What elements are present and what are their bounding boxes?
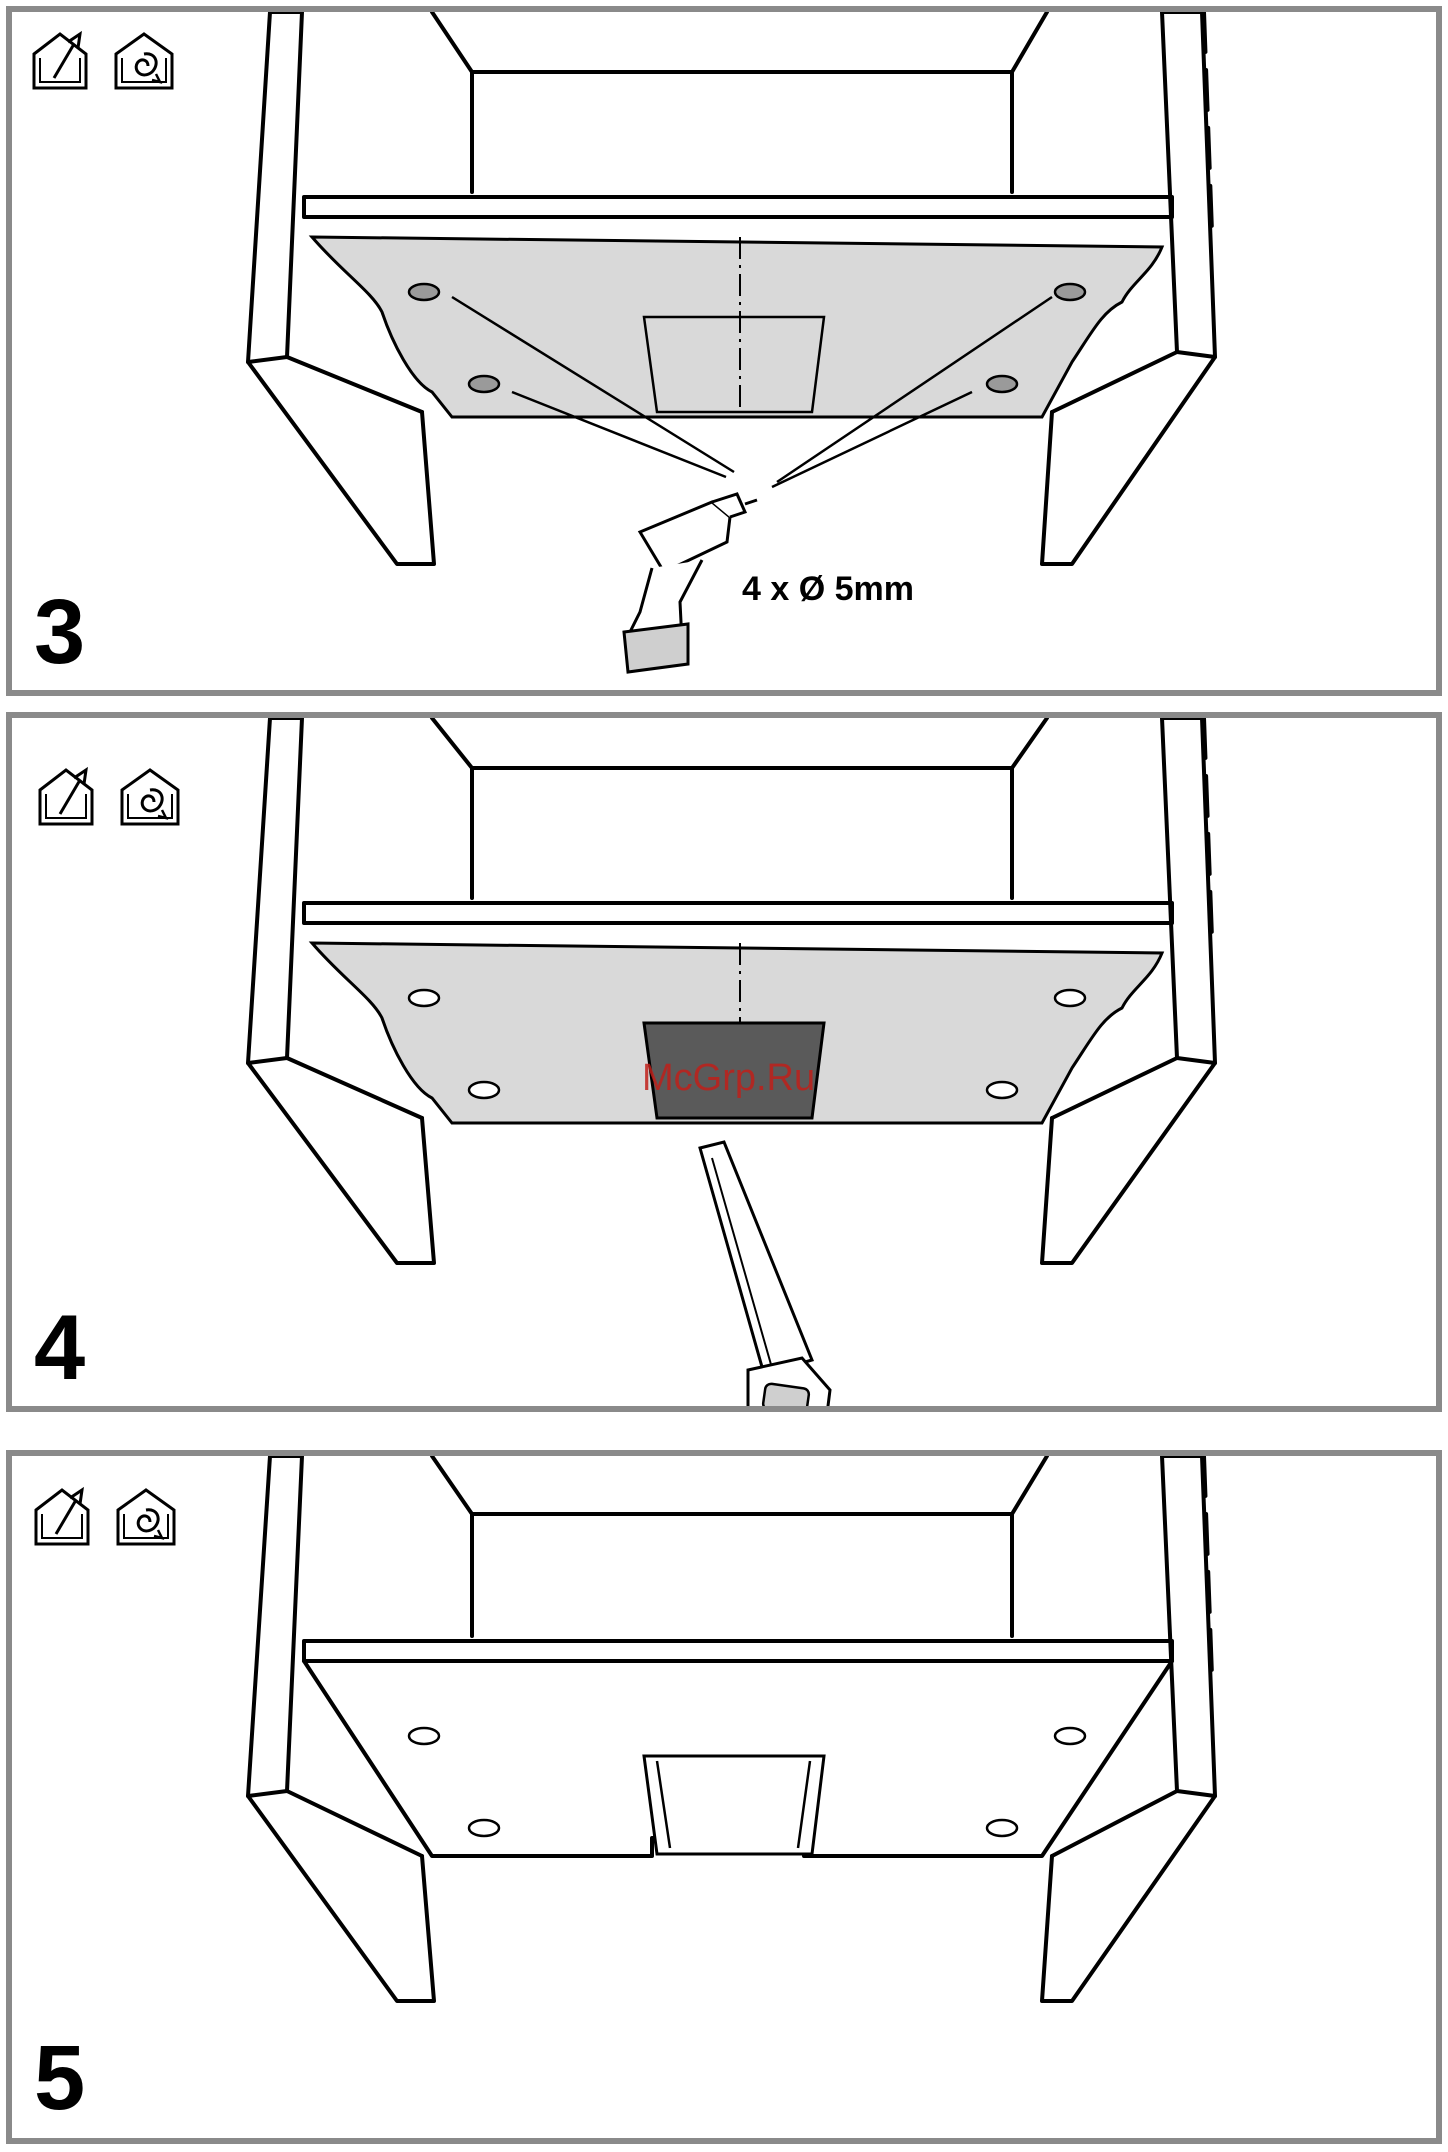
saw-tool — [700, 1142, 830, 1412]
hole-spec-label: 4 x Ø 5mm — [742, 570, 914, 608]
step-number: 4 — [34, 1302, 85, 1394]
watermark-text: McGrp.Ru — [642, 1057, 815, 1099]
hole-mark — [987, 1820, 1017, 1836]
hole-mark — [409, 1728, 439, 1744]
step-3-panel: 4 x Ø 5mm 3 — [6, 6, 1442, 696]
hole-mark — [1055, 990, 1085, 1006]
hole-mark — [1055, 284, 1085, 300]
step-4-illustration: McGrp.Ru — [12, 718, 1442, 1412]
step-3-illustration: 4 x Ø 5mm — [12, 12, 1442, 696]
hole-mark — [409, 284, 439, 300]
hole-mark — [469, 1082, 499, 1098]
hole-mark — [987, 1082, 1017, 1098]
step-number: 3 — [34, 586, 85, 678]
hole-mark — [987, 376, 1017, 392]
step-5-illustration — [12, 1456, 1442, 2144]
hole-mark — [469, 1820, 499, 1836]
hole-mark — [409, 990, 439, 1006]
step-5-panel: 5 — [6, 1450, 1442, 2144]
step-number: 5 — [34, 2032, 85, 2124]
drill-tool — [624, 494, 757, 672]
hole-mark — [469, 376, 499, 392]
duct-opening — [644, 1756, 824, 1854]
step-4-panel: McGrp.Ru 4 — [6, 712, 1442, 1412]
hole-mark — [1055, 1728, 1085, 1744]
template-sheet — [312, 237, 1162, 417]
